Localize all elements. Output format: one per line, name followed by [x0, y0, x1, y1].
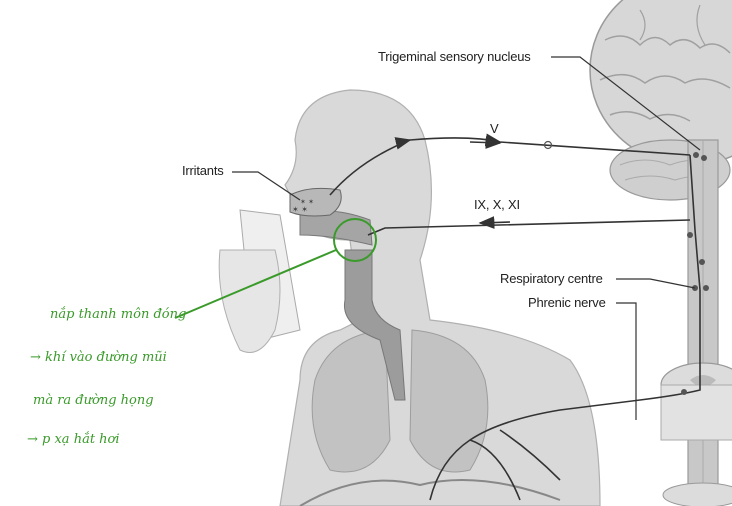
handwritten-note-3: mà ra đường họng: [33, 393, 154, 408]
nerve-pathways: [329, 133, 701, 501]
label-nerve-v: V: [490, 121, 499, 136]
leader-lines: [232, 56, 701, 420]
svg-text:✶ ✶: ✶ ✶: [292, 205, 308, 214]
epiglottis-highlight-circle: [333, 218, 377, 262]
annotation-arrow: [174, 249, 337, 319]
label-nerves-ix-x-xi: IX, X, XI: [474, 197, 520, 212]
handwritten-note-1: nắp thanh môn đóng: [50, 307, 187, 322]
nerve-ix-x-xi-path: [367, 219, 691, 236]
human-figure: [218, 89, 601, 506]
handwritten-note-2: → khí vào đường mũi: [30, 350, 167, 365]
label-trigeminal-sensory-nucleus: Trigeminal sensory nucleus: [378, 49, 531, 64]
phrenic-nerve-path: [429, 290, 701, 501]
label-respiratory-centre: Respiratory centre: [500, 271, 603, 286]
irritant-particles: ✶ ✶ ✶ ✶: [292, 198, 314, 214]
label-phrenic-nerve: Phrenic nerve: [528, 295, 606, 310]
green-annotation: [174, 218, 377, 319]
label-irritants: Irritants: [182, 163, 224, 178]
svg-text:✶ ✶: ✶ ✶: [300, 198, 314, 206]
handwritten-note-4: → p xạ hắt hơi: [27, 432, 120, 447]
